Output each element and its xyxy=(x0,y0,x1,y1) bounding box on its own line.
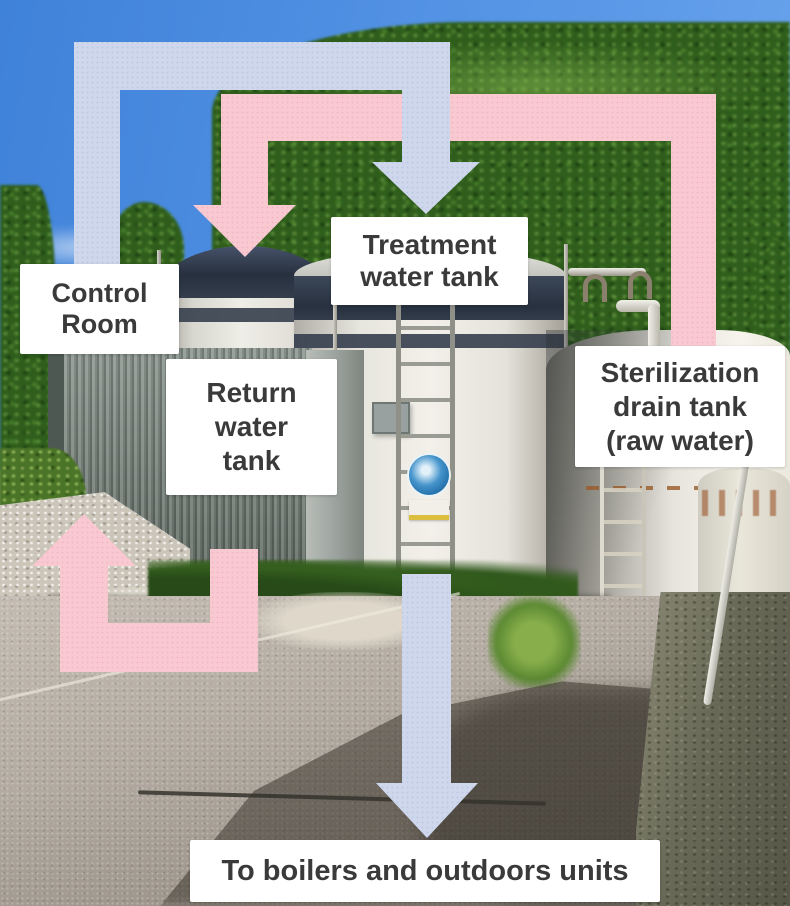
label-line: Treatment xyxy=(362,229,497,260)
label-control-room: Control Room xyxy=(20,264,179,354)
label-line: (raw water) xyxy=(606,424,754,456)
label-line: Sterilization xyxy=(600,356,760,388)
arrow-control-to-treatment xyxy=(74,42,480,266)
photo-tank-sticker xyxy=(409,500,449,520)
photo-ladder-center xyxy=(396,258,455,608)
photo-tank-left-band xyxy=(158,308,332,322)
label-treatment-water-tank: Treatment water tank xyxy=(331,217,528,305)
label-line: To boilers and outdoors units xyxy=(221,855,629,887)
photo-pipe-hook xyxy=(583,274,607,302)
label-line: Control xyxy=(51,278,148,308)
label-line: drain tank xyxy=(613,390,747,422)
photo-grass-tuft xyxy=(488,596,580,688)
photo-tank-logo xyxy=(407,453,451,497)
arrow-treatment-to-boilers xyxy=(376,574,478,838)
photo-pipe xyxy=(568,268,646,276)
photo-tank-far-right xyxy=(698,468,790,616)
label-line: tank xyxy=(222,445,281,476)
arrow-sterilization-to-return xyxy=(193,94,716,346)
label-line: Room xyxy=(61,309,138,339)
photo-pipe-hook xyxy=(628,271,652,299)
label-line: water xyxy=(214,411,289,442)
arrow-return-to-control xyxy=(32,514,258,672)
label-line: Return xyxy=(206,377,297,408)
photo-pipe-elbow xyxy=(648,304,660,352)
photo-rust-seam xyxy=(586,486,786,490)
label-return-water-tank: Return water tank xyxy=(166,359,337,495)
label-sterilization-drain-tank: Sterilization drain tank (raw water) xyxy=(575,346,785,467)
label-line: water tank xyxy=(360,261,499,292)
label-to-boilers-and-outdoor-units: To boilers and outdoors units xyxy=(190,840,660,902)
